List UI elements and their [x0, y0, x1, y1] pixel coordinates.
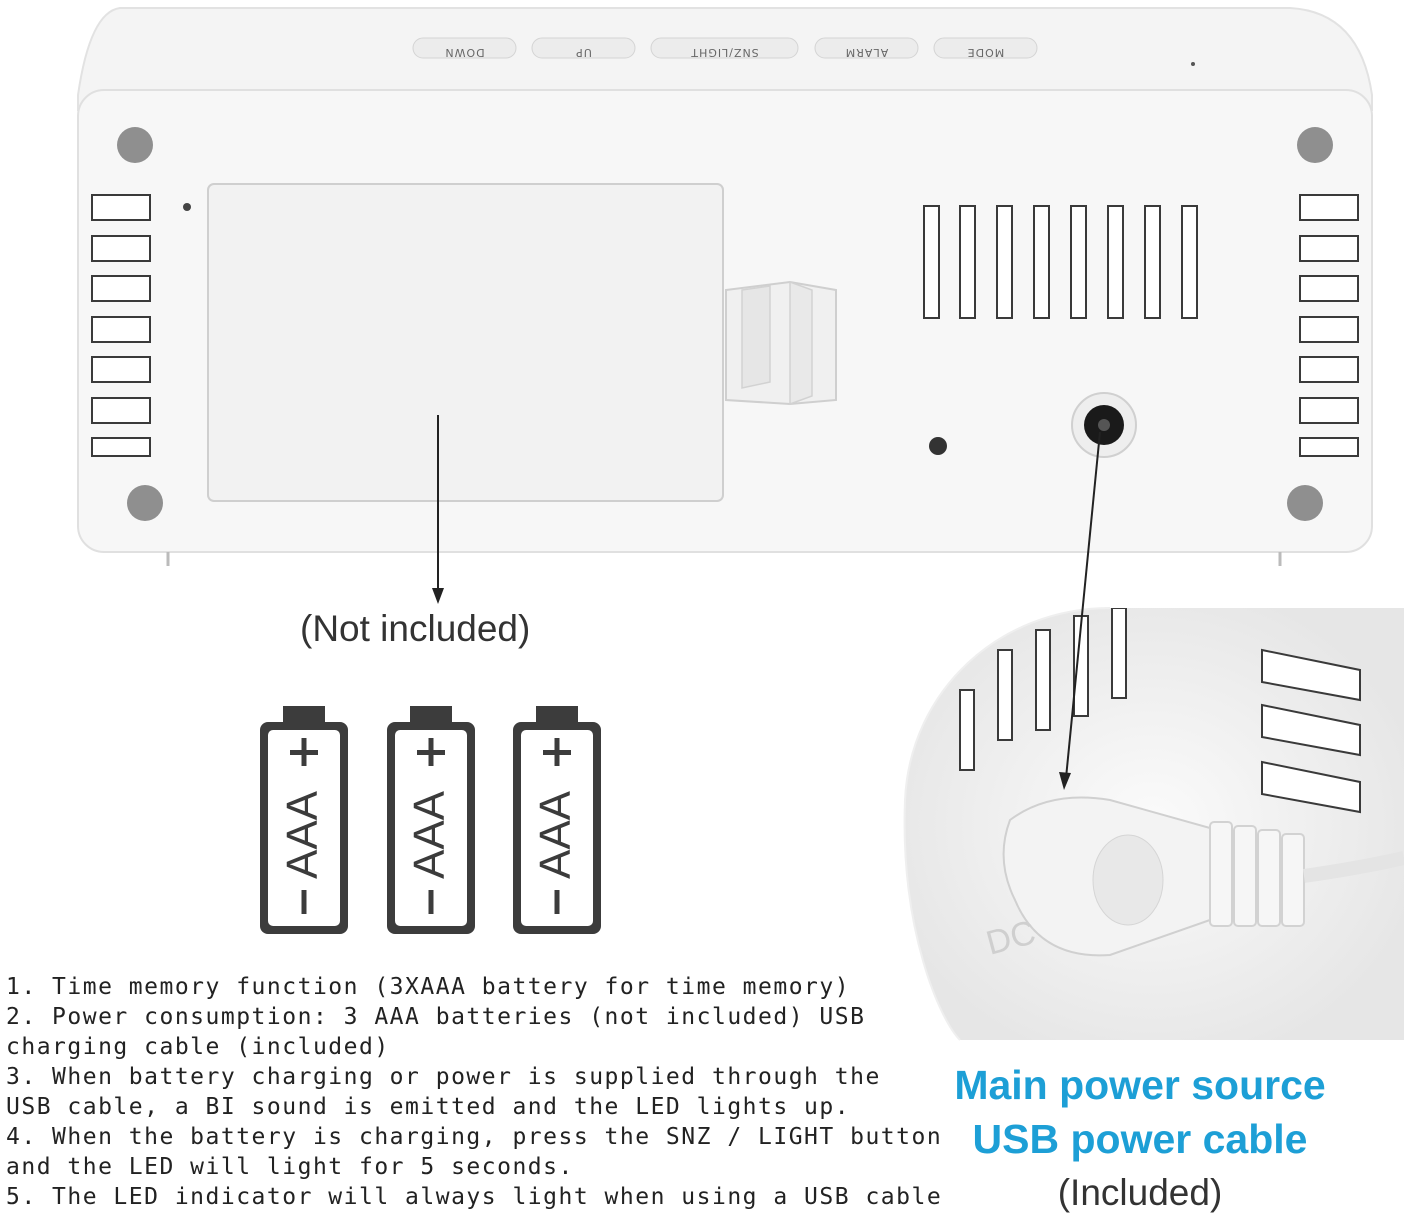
arrow-to-label	[432, 415, 444, 604]
note-line: 5. The LED indicator will always light w…	[6, 1184, 943, 1210]
button-label-down: DOWN	[444, 46, 485, 59]
note-line: and the LED will light for 5 seconds.	[6, 1154, 574, 1180]
button-label-alarm: ALARM	[844, 46, 889, 59]
device-top	[77, 7, 1373, 111]
battery-inner	[521, 730, 593, 926]
minus-icon	[554, 890, 560, 914]
power-line-1: Main power source	[954, 1062, 1326, 1108]
power-line-2: USB power cable	[972, 1116, 1308, 1162]
battery-terminal	[410, 706, 452, 722]
minus-icon	[428, 890, 434, 914]
button-label-mode: MODE	[966, 46, 1005, 59]
battery-inner	[395, 730, 467, 926]
usb-cable-zoom: DC	[904, 608, 1404, 1040]
button-label-up: UP	[575, 46, 592, 59]
note-line: charging cable (included)	[6, 1034, 390, 1060]
battery-icon	[260, 706, 348, 934]
battery-label-1: AAA	[278, 790, 327, 880]
note-line: 2. Power consumption: 3 AAA batteries (n…	[6, 1004, 866, 1030]
button-label-snz-light: SNZ/LIGHT	[690, 46, 759, 59]
plus-icon	[554, 738, 560, 766]
included-label: (Included)	[1057, 1172, 1223, 1213]
battery-inner	[268, 730, 340, 926]
not-included-label: (Not included)	[300, 608, 531, 649]
battery-label-2: AAA	[405, 790, 454, 880]
side-vents-left	[91, 194, 151, 457]
battery-compartment-cover[interactable]	[207, 183, 837, 502]
note-line: 3. When battery charging or power is sup…	[6, 1064, 881, 1090]
note-line: 1. Time memory function (3XAAA battery f…	[6, 974, 851, 1000]
power-source-title: Main power source USB power cable	[900, 1058, 1380, 1166]
side-vents-right	[1299, 194, 1359, 457]
feature-notes: 1. Time memory function (3XAAA battery f…	[6, 972, 943, 1212]
speaker-grille	[923, 205, 1198, 319]
battery-label-3: AAA	[531, 790, 580, 880]
note-line: USB cable, a BI sound is emitted and the…	[6, 1094, 851, 1120]
device-buttons[interactable]	[412, 37, 1195, 66]
arrow-to-jack	[1059, 431, 1101, 790]
battery-icons	[260, 706, 601, 934]
battery-terminal	[283, 706, 325, 722]
plus-icon	[301, 738, 307, 766]
battery-terminal	[536, 706, 578, 722]
dc-jack-port	[1071, 392, 1137, 458]
minus-icon	[301, 890, 307, 914]
note-line: 4. When the battery is charging, press t…	[6, 1124, 943, 1150]
screw-holes	[117, 127, 1333, 521]
battery-icon	[513, 706, 601, 934]
battery-icon	[387, 706, 475, 934]
plus-icon	[428, 738, 434, 766]
